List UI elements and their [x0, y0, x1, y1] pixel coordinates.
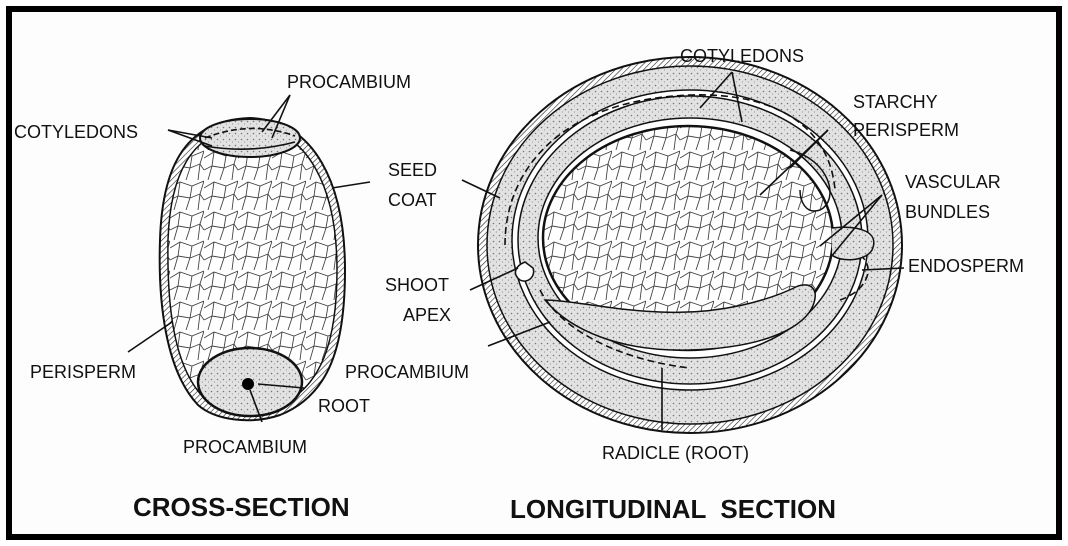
cross-section-figure: [128, 95, 370, 422]
label-starchy-1: STARCHY: [853, 92, 938, 112]
label-root: ROOT: [318, 396, 370, 416]
label-apex: APEX: [403, 305, 451, 325]
label-starchy-2: PERISPERM: [853, 120, 959, 140]
label-coat: COAT: [388, 190, 437, 210]
label-vascular: VASCULAR: [905, 172, 1001, 192]
label-procambium-top: PROCAMBIUM: [287, 72, 411, 92]
label-radicle: RADICLE (ROOT): [602, 443, 749, 463]
cross-procambium-dot: [242, 378, 254, 390]
cross-cotyledons: [200, 119, 300, 157]
label-endosperm: ENDOSPERM: [908, 256, 1024, 276]
label-cotyledons-long: COTYLEDONS: [680, 46, 804, 66]
longitudinal-figure: [462, 57, 904, 433]
caption-longitudinal-section: LONGITUDINAL SECTION: [510, 494, 836, 524]
label-cotyledons-cross: COTYLEDONS: [14, 122, 138, 142]
label-shoot: SHOOT: [385, 275, 449, 295]
caption-cross-section: CROSS-SECTION: [133, 492, 350, 522]
label-bundles: BUNDLES: [905, 202, 990, 222]
label-seed: SEED: [388, 160, 437, 180]
label-perisperm: PERISPERM: [30, 362, 136, 382]
label-procambium-long: PROCAMBIUM: [345, 362, 469, 382]
label-procambium-bottom: PROCAMBIUM: [183, 437, 307, 457]
